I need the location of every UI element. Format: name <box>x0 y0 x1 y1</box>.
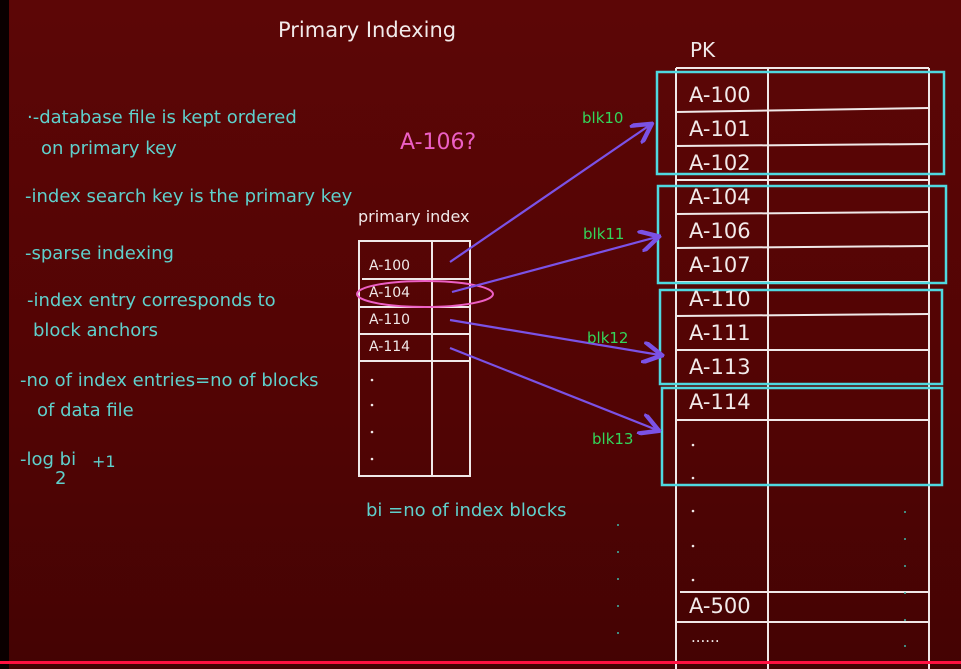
data-row: A-110 <box>689 287 751 311</box>
video-progress-line <box>0 661 961 664</box>
bullet-count-cont: of data file <box>37 400 134 421</box>
side-dots <box>617 511 906 647</box>
bullet-log-base: 2 <box>55 468 67 489</box>
highlight-ellipse <box>356 280 494 308</box>
data-row: A-100 <box>689 83 751 107</box>
left-edge-strip <box>0 0 9 669</box>
index-table <box>358 240 471 477</box>
index-continuation-dots <box>370 378 374 461</box>
index-entry: A-114 <box>369 339 411 355</box>
block-box-10 <box>655 70 946 176</box>
bullet-sparse: -sparse indexing <box>25 243 174 264</box>
block-label: blk11 <box>583 225 625 243</box>
block-box-12 <box>658 288 944 386</box>
block-box-13 <box>660 386 944 487</box>
bullet-log: -log bi <box>20 449 77 470</box>
data-row: A-111 <box>689 321 751 345</box>
data-table <box>675 67 930 669</box>
data-row: A-114 <box>689 390 751 414</box>
bullet-ordered: ·-database file is kept ordered <box>27 107 297 128</box>
bullet-log-plus: +1 <box>92 452 116 471</box>
index-blocks-note: bi =no of index blocks <box>366 500 567 521</box>
search-query: A-106? <box>400 130 477 155</box>
data-row: A-104 <box>689 185 751 209</box>
bullet-count: -no of index entries=no of blocks <box>20 370 319 391</box>
slide-title: Primary Indexing <box>278 18 457 42</box>
pointer-arrows <box>449 125 660 430</box>
block-label: blk10 <box>582 109 624 127</box>
data-continuation-dots <box>691 443 695 582</box>
pk-header: PK <box>690 38 716 62</box>
block-label: blk12 <box>587 329 629 347</box>
data-row: A-113 <box>689 355 751 379</box>
index-entry: A-100 <box>369 258 411 274</box>
bullet-entry: -index entry corresponds to <box>27 290 276 311</box>
index-entry: A-104 <box>369 285 411 301</box>
data-row: A-102 <box>689 151 751 175</box>
primary-index-label: primary index <box>358 207 470 226</box>
bullet-entry-cont: block anchors <box>33 320 159 341</box>
index-entry: A-110 <box>369 312 411 328</box>
bullet-search-key: -index search key is the primary key <box>25 186 353 207</box>
data-row: A-107 <box>689 253 751 277</box>
data-row: A-106 <box>689 219 751 243</box>
block-label: blk13 <box>592 430 634 448</box>
data-row: A-500 <box>689 594 751 618</box>
bullet-ordered-cont: on primary key <box>41 138 177 159</box>
data-row-ellipsis: ...... <box>691 628 720 646</box>
data-row: A-101 <box>689 117 751 141</box>
